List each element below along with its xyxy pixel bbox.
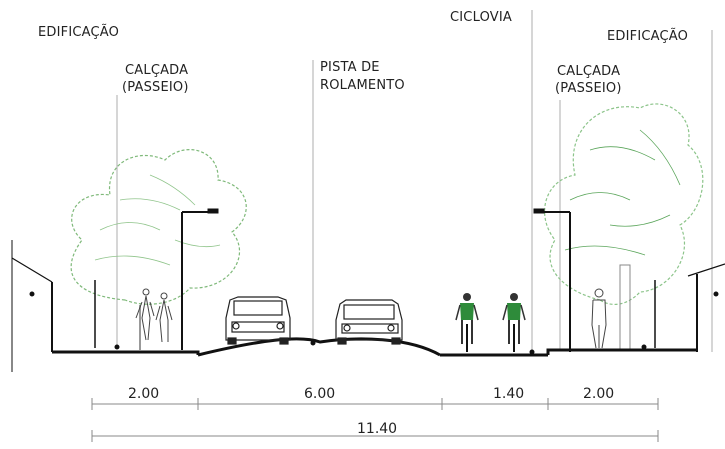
tree-right [544,103,704,351]
pedestrian-right [591,288,607,349]
cyclist-1 [455,293,479,352]
dimension-line-total [91,430,659,442]
car-right [335,299,403,345]
label-sidewalk-left-line1: CALÇADA [125,63,189,78]
sidewalk-left-slab [52,350,200,355]
cyclist-2 [502,293,526,352]
building-left [11,240,53,372]
dimension-sidewalk-left: 2.00 [128,386,160,402]
label-bike-lane: CICLOVIA [450,10,512,25]
dimension-total: 11.40 [357,421,398,437]
building-right [687,263,725,352]
label-sidewalk-right-line1: CALÇADA [557,64,621,79]
label-sidewalk-left-line2: (PASSEIO) [122,80,189,95]
label-building-left: EDIFICAÇÃO [38,25,120,40]
dimension-roadway: 6.00 [304,386,336,402]
street-light-right [533,208,571,352]
label-leader-lines [116,10,713,352]
sidewalk-right-slab [546,348,697,355]
tree-left [70,149,247,350]
label-roadway-line1: PISTA DE [320,60,380,75]
bollard-poles [94,280,656,348]
car-left [225,296,291,345]
dimension-line-sections [91,398,659,410]
dimension-bike-lane: 1.40 [493,386,525,402]
road-surface [197,337,441,357]
ground-profile [52,337,697,357]
label-building-right: EDIFICAÇÃO [607,29,689,44]
dimension-sidewalk-right: 2.00 [583,386,615,402]
label-roadway-line2: ROLAMENTO [320,78,405,93]
pedestrians-left [135,288,173,343]
street-light-left [181,208,219,350]
label-sidewalk-right-line2: (PASSEIO) [555,81,622,96]
